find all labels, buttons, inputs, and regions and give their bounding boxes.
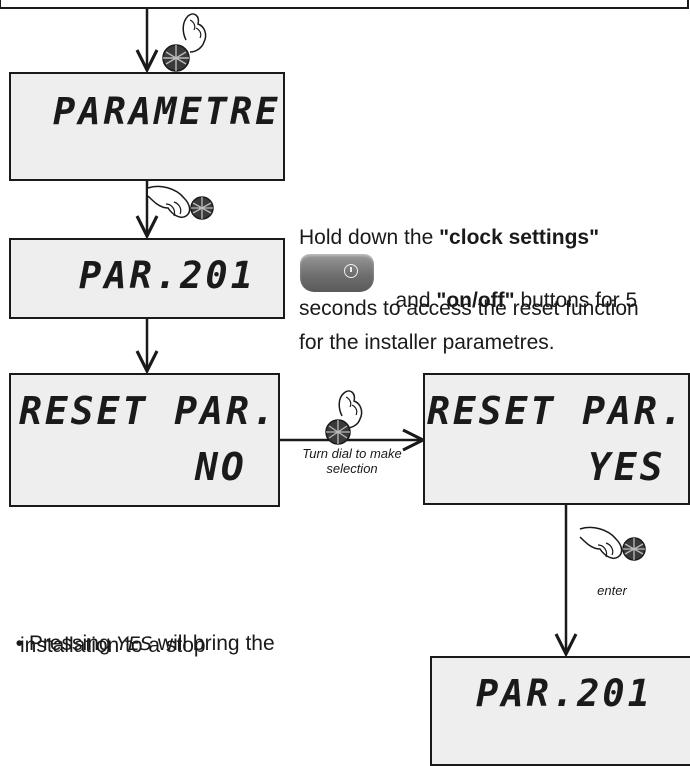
- lcd-text-reset-no-line2: NO: [195, 445, 247, 489]
- dial-turn-hand-icon-2: [325, 390, 363, 445]
- dial-turn-hand-icon: [162, 13, 207, 72]
- instruction-hold-line1: Hold down the "clock settings": [299, 226, 600, 249]
- turn-dial-label: Turn dial to make selection: [302, 446, 402, 476]
- dial-press-hand-icon: [147, 185, 214, 220]
- bullet-note-line2: installation to a stop: [20, 634, 206, 657]
- dial-press-hand-icon-2: [579, 526, 646, 561]
- lcd-text-par201: PAR.201: [79, 254, 256, 297]
- instruction-hold-line4: for the installer parametres.: [299, 331, 555, 354]
- lcd-text-reset-yes-line1: RESET PAR.: [427, 389, 686, 433]
- clock-settings-label: "clock settings": [439, 226, 600, 249]
- lcd-text-reset-yes-line2: YES: [588, 445, 666, 489]
- lcd-text-par201-bottom: PAR.201: [476, 672, 653, 715]
- on-off-label: "on/off": [436, 289, 515, 312]
- lcd-text-parametre: PARAMETRE: [53, 90, 281, 133]
- clock-settings-button-icon: [300, 254, 374, 292]
- previous-screen-edge: [0, 0, 689, 9]
- lcd-screen-reset-no: RESET PAR. NO: [9, 373, 280, 507]
- instruction-hold-line3: seconds to access the reset function: [299, 297, 639, 320]
- bullet-yes-word: YES: [116, 633, 153, 655]
- lcd-screen-reset-yes: RESET PAR. YES: [423, 373, 690, 505]
- bullet-note-line1: • Pressing YES will bring the: [15, 632, 275, 655]
- instruction-hold-line2: and "on/off" buttons for 5: [389, 289, 638, 312]
- lcd-screen-par201: PAR.201: [9, 238, 285, 319]
- lcd-screen-par201-bottom: PAR.201: [430, 656, 690, 766]
- lcd-text-reset-no-line1: RESET PAR.: [19, 389, 278, 433]
- lcd-screen-parametre: PARAMETRE: [9, 72, 285, 181]
- enter-label: enter: [597, 583, 627, 598]
